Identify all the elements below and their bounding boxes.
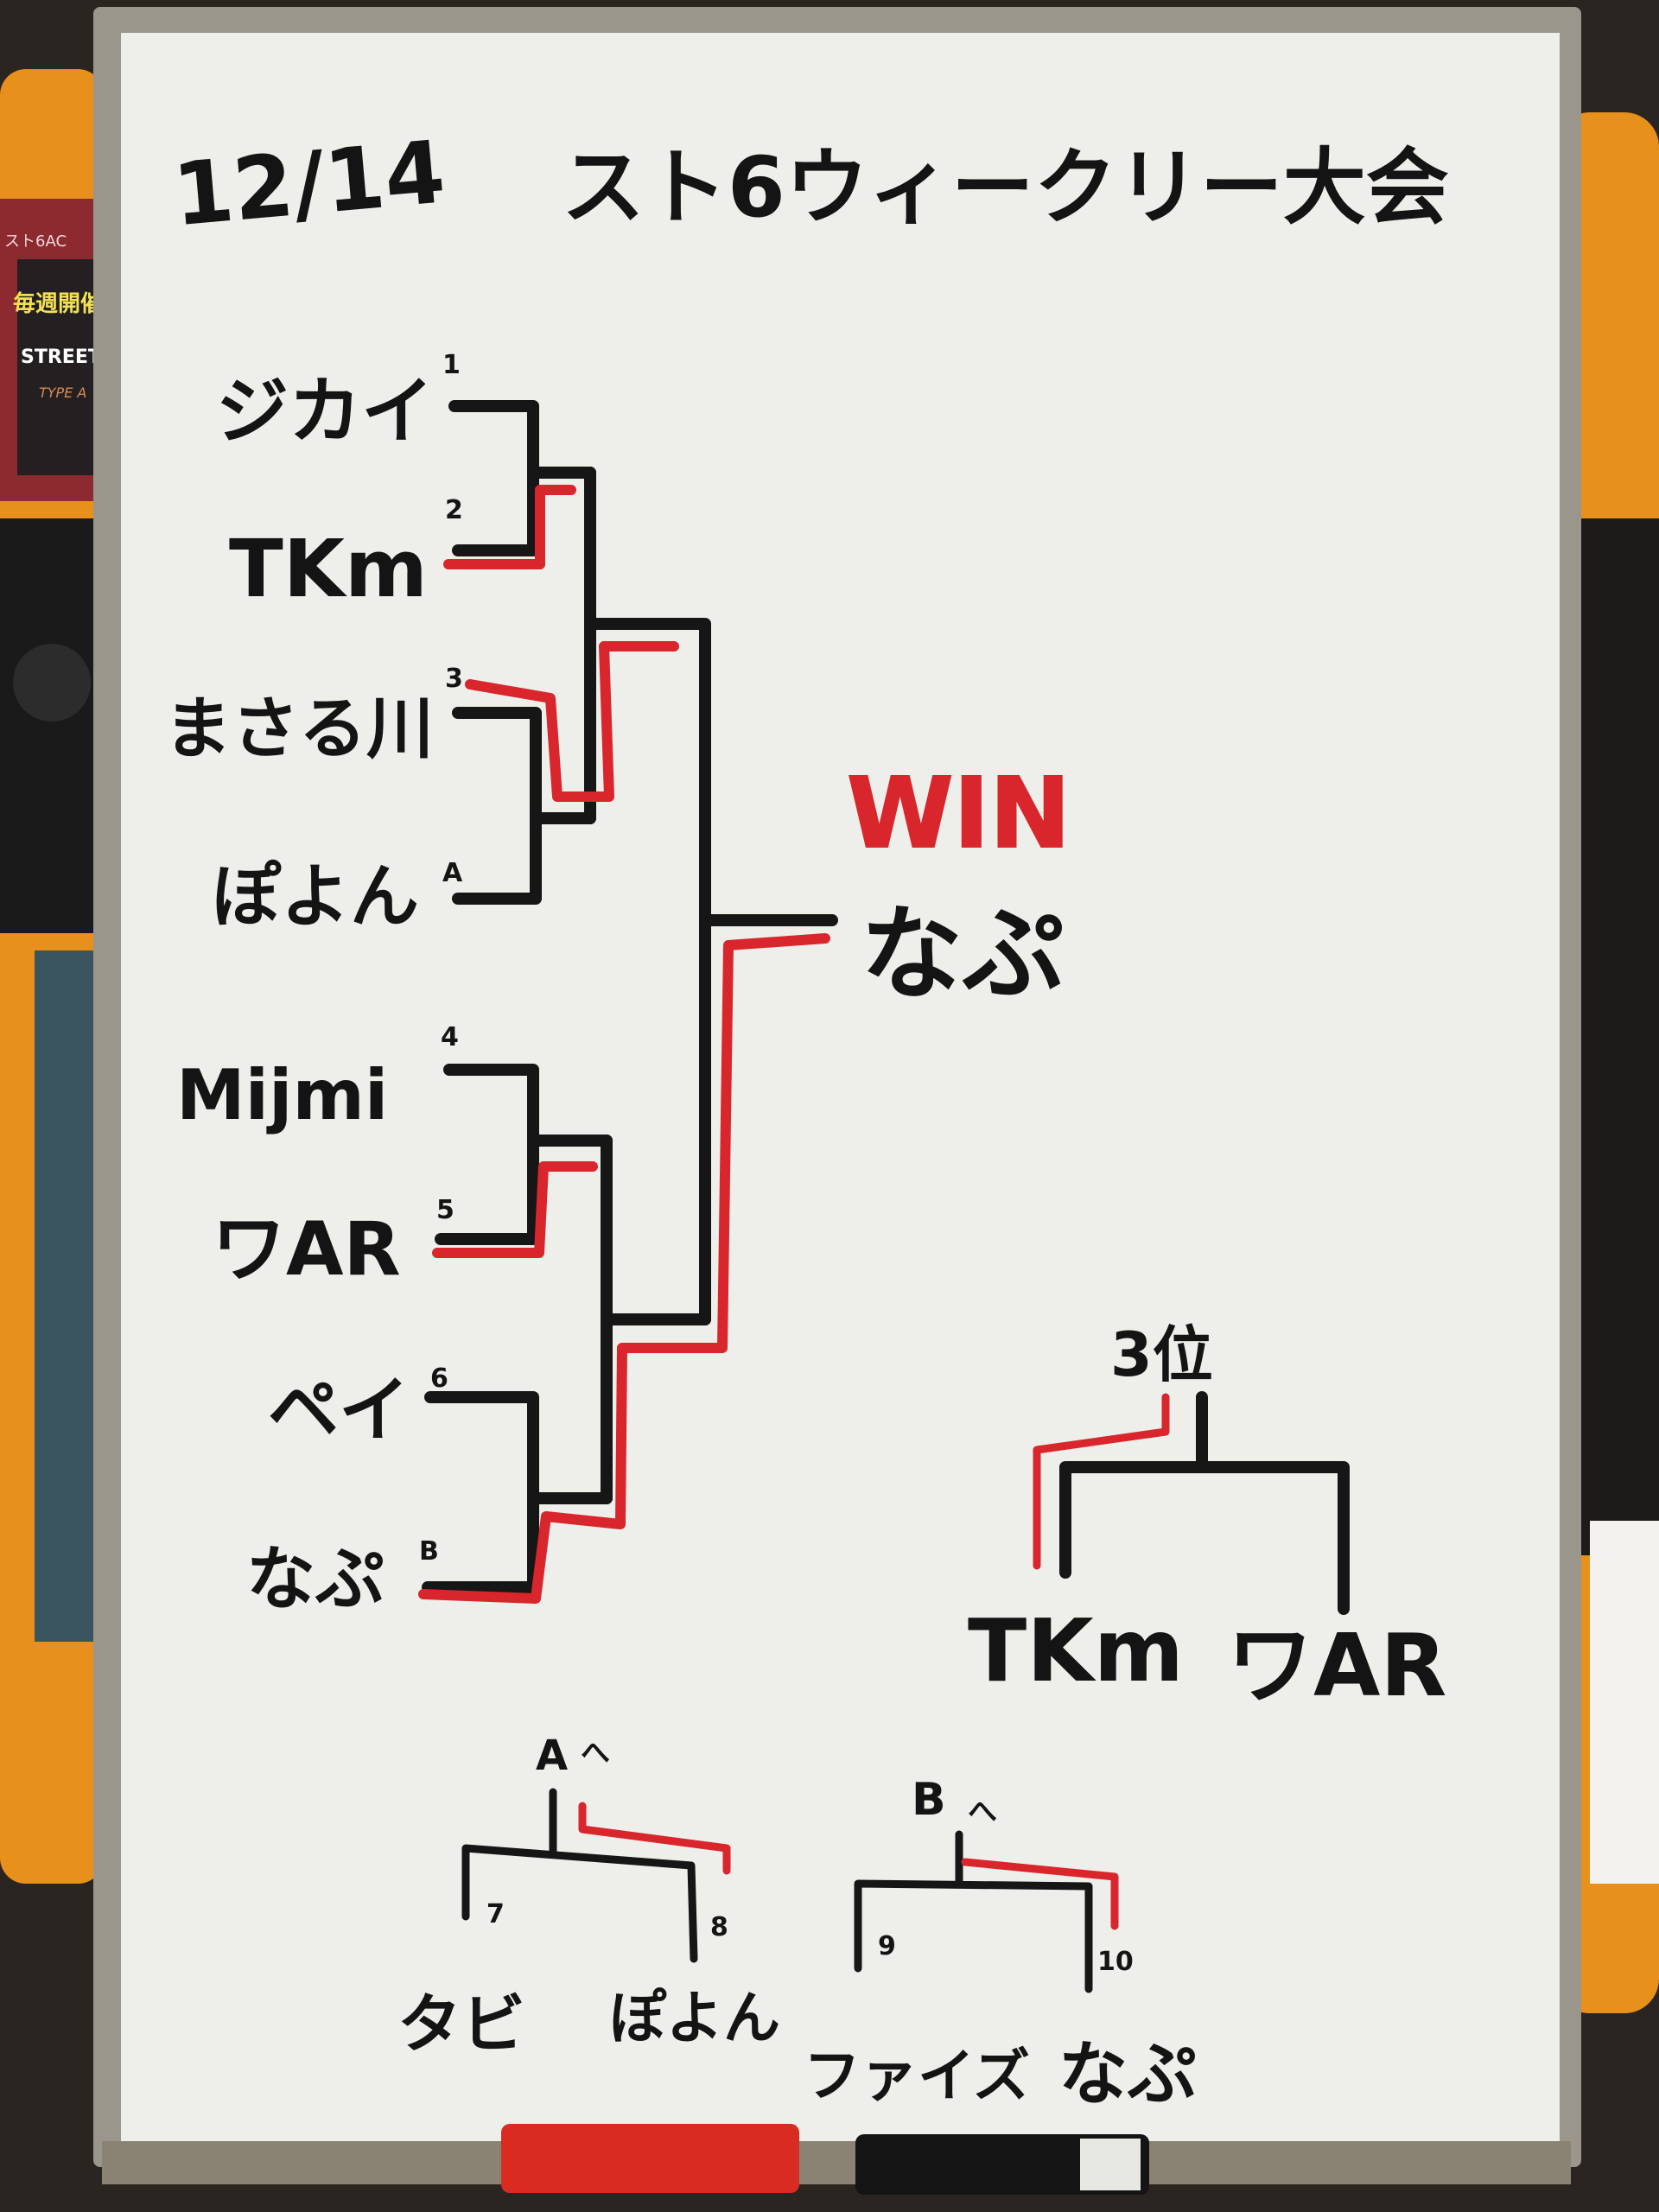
paper-notice xyxy=(1590,1521,1659,1884)
board-date: 12/14 xyxy=(169,121,449,245)
player-name: TKm xyxy=(229,523,428,615)
qualifier-b-winner-path xyxy=(961,1858,1119,1930)
player-seed: 9 xyxy=(878,1931,896,1961)
marker-tray xyxy=(102,2141,1571,2184)
winner-path-tkm xyxy=(443,485,576,569)
third-place-label: 3位 xyxy=(1110,1319,1213,1390)
cabinet-right-dark xyxy=(1581,518,1659,1555)
qualifier-label: B xyxy=(912,1774,946,1826)
third-place-bracket: 3位 TKm ワAR xyxy=(968,1319,1446,1716)
poster-sub: TYPE A xyxy=(39,385,86,401)
third-place-player: ワAR xyxy=(1227,1615,1446,1716)
match-2-line xyxy=(452,707,596,905)
winner-paths xyxy=(418,485,830,1604)
player-seed: 7 xyxy=(486,1899,505,1929)
player-name: ペイ xyxy=(268,1370,410,1452)
board-title: スト6ウィークリー大会 xyxy=(562,139,1449,236)
winner-path-napu xyxy=(418,933,830,1604)
qualifier-arrow: へ xyxy=(968,1795,997,1829)
player-seed: 8 xyxy=(710,1912,728,1942)
qualifier-arrow: へ xyxy=(581,1736,610,1770)
screen-left xyxy=(35,950,95,1642)
poster-tag: スト6AC xyxy=(4,232,67,251)
qualifier-b-line xyxy=(854,1830,1093,1993)
player-name: ファイズ xyxy=(804,2043,1030,2109)
player-name: なぷ xyxy=(246,1539,385,1619)
win-label: WIN xyxy=(847,758,1071,870)
qualifier-label: A xyxy=(536,1732,568,1780)
qualifier-b-bracket: B へ 9 10 ファイズ なぷ xyxy=(804,1774,1197,2114)
player-seed: 10 xyxy=(1097,1947,1134,1977)
match-3-line xyxy=(435,1064,613,1245)
poster-logo: STREET xyxy=(21,346,101,368)
qualifier-a-line xyxy=(461,1788,698,1963)
player-seed: 4 xyxy=(441,1022,459,1052)
poster-inner xyxy=(17,259,95,475)
player-name: なぷ xyxy=(1058,2034,1197,2114)
third-place-winner-path xyxy=(1033,1393,1170,1570)
player-seed: 1 xyxy=(442,350,461,380)
third-place-line xyxy=(1059,1391,1350,1615)
third-place-player: TKm xyxy=(968,1600,1184,1701)
winner-path-masaru xyxy=(465,641,679,802)
qualifier-a-bracket: A へ 7 8 タビ ぽよん xyxy=(397,1732,780,2062)
red-marker xyxy=(501,2124,799,2193)
player-name: ぽよん xyxy=(609,1985,780,2051)
player-seed: 6 xyxy=(430,1363,448,1394)
player-seed: 5 xyxy=(436,1195,454,1225)
semifinal-1-line xyxy=(584,467,709,824)
champion-name: なぷ xyxy=(861,894,1065,1014)
winner-path-war xyxy=(432,1161,598,1258)
main-bracket-lines xyxy=(422,400,838,1593)
player-name: ぽよん xyxy=(212,856,419,937)
player-seed: A xyxy=(442,858,463,888)
final-line xyxy=(699,618,838,1325)
player-name: ジカイ xyxy=(216,369,434,454)
speaker xyxy=(0,518,95,933)
player-name: ワAR xyxy=(212,1206,401,1293)
black-marker xyxy=(855,2134,1149,2195)
player-name: Mijmi xyxy=(176,1055,388,1135)
player-name: タビ xyxy=(397,1987,525,2062)
marker-label xyxy=(1080,2139,1141,2190)
player-seed: 2 xyxy=(445,495,463,525)
player-seed: B xyxy=(419,1536,439,1567)
match-1-line xyxy=(448,400,596,556)
speaker-grille xyxy=(13,644,91,721)
match-4-line xyxy=(422,1391,613,1593)
poster-headline: 毎週開催 xyxy=(13,291,103,317)
player-name: まさる川 xyxy=(164,690,434,768)
qualifier-a-winner-path xyxy=(578,1802,731,1875)
player-seed: 3 xyxy=(445,664,463,694)
board-surface xyxy=(121,33,1560,2141)
main-bracket-players: ジカイ 1 TKm 2 まさる川 3 ぽよん A Mijmi 4 ワAR 5 ペ… xyxy=(164,350,463,1619)
semifinal-2-line xyxy=(601,1135,711,1504)
